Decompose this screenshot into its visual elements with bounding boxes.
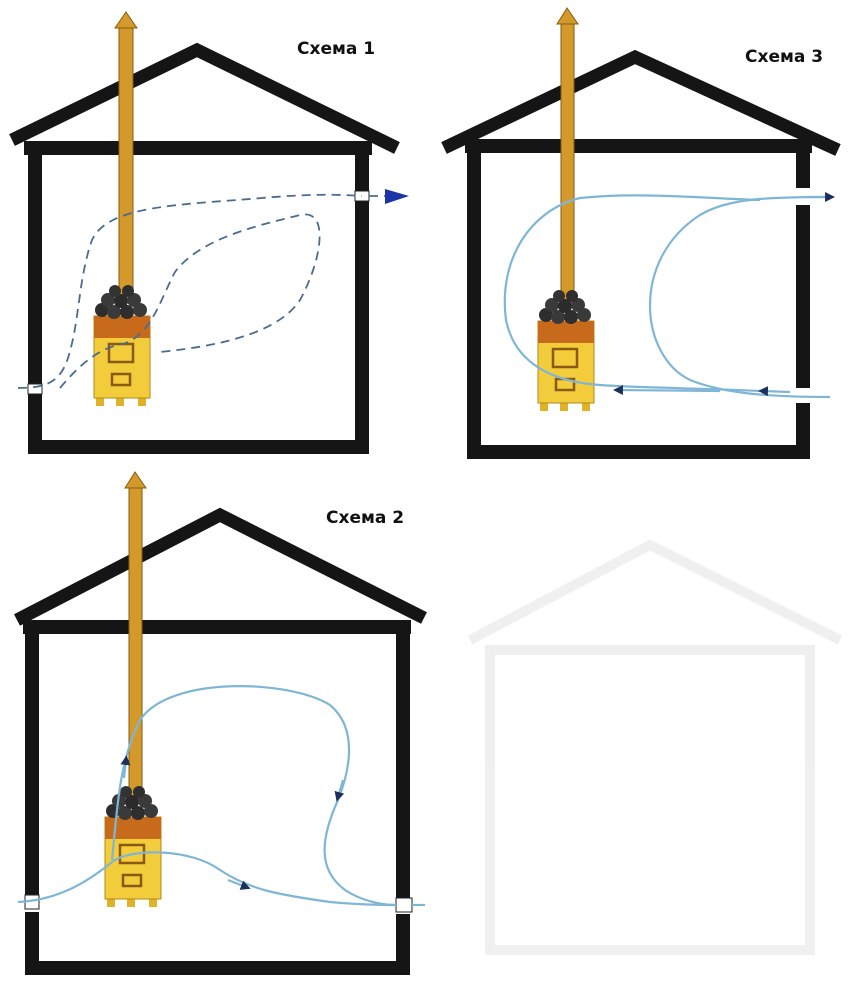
airflow-arrow bbox=[334, 779, 345, 802]
faded-house-outline bbox=[467, 539, 843, 955]
chimney-pipe bbox=[118, 27, 134, 297]
scheme-3-panel: Схема 3 bbox=[441, 7, 841, 459]
scheme-2-panel: Схема 2 bbox=[14, 471, 427, 975]
outlet-vent bbox=[395, 897, 413, 913]
house-roof bbox=[9, 42, 400, 154]
outlet-arrow-icon bbox=[385, 189, 409, 204]
chimney-pipe bbox=[560, 23, 575, 301]
house-roof bbox=[441, 49, 841, 156]
chimney-cap-icon bbox=[556, 7, 579, 25]
scheme-1-title: Схема 1 bbox=[297, 39, 375, 59]
airflow-loop-left bbox=[503, 194, 761, 393]
scheme-3-title: Схема 3 bbox=[745, 47, 823, 67]
chimney-cap-icon bbox=[124, 471, 147, 489]
airflow-path-1 bbox=[17, 193, 363, 389]
airflow-path-upper bbox=[110, 685, 397, 907]
airflow-arrow bbox=[120, 755, 131, 779]
airflow-arrow bbox=[613, 385, 721, 395]
house-roof bbox=[14, 507, 427, 626]
scheme-1-panel: Схема 1 bbox=[9, 11, 409, 454]
airflow-path-2 bbox=[59, 213, 321, 389]
sauna-heater-icon bbox=[92, 283, 152, 408]
airflow-arrow bbox=[758, 386, 791, 397]
inlet-vent bbox=[27, 383, 43, 395]
sauna-heater-icon bbox=[536, 288, 596, 413]
scheme-2-title: Схема 2 bbox=[326, 508, 404, 528]
airflow-arrow bbox=[227, 878, 251, 890]
airflow-path-lower bbox=[17, 851, 397, 907]
chimney-cap-icon bbox=[114, 11, 138, 29]
chimney-pipe bbox=[128, 487, 143, 799]
